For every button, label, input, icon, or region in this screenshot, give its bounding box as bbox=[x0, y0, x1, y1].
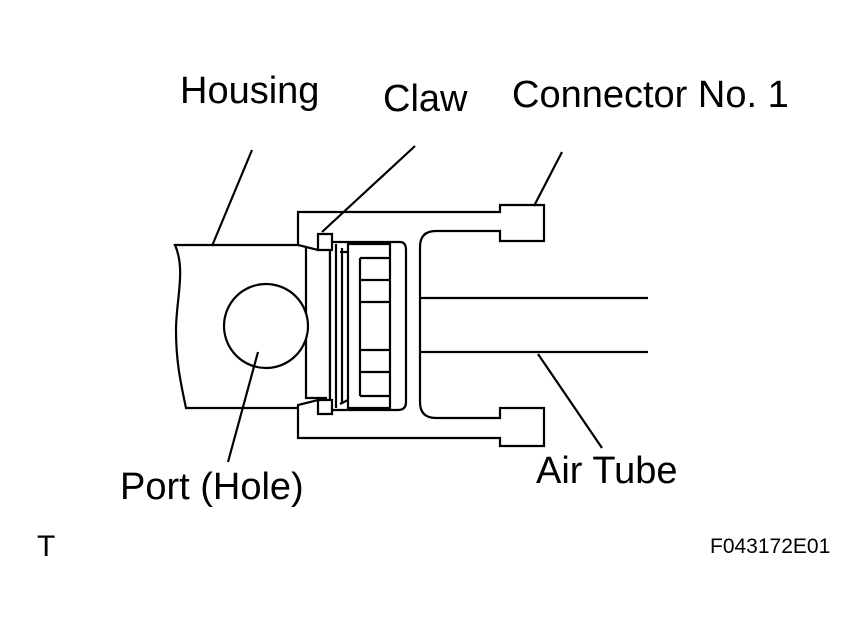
connector-inner bbox=[328, 240, 408, 412]
label-connector-no1: Connector No. 1 bbox=[512, 74, 789, 116]
label-claw: Claw bbox=[383, 78, 468, 120]
label-housing: Housing bbox=[180, 70, 320, 112]
corner-mark: T bbox=[37, 530, 56, 563]
figure-code: F043172E01 bbox=[710, 535, 831, 558]
air-tube bbox=[420, 296, 648, 354]
port-hole bbox=[222, 282, 310, 370]
label-port-hole: Port (Hole) bbox=[120, 466, 304, 508]
label-air-tube: Air Tube bbox=[536, 450, 678, 492]
leader-lines bbox=[210, 145, 603, 463]
claw-hooks bbox=[316, 232, 334, 416]
